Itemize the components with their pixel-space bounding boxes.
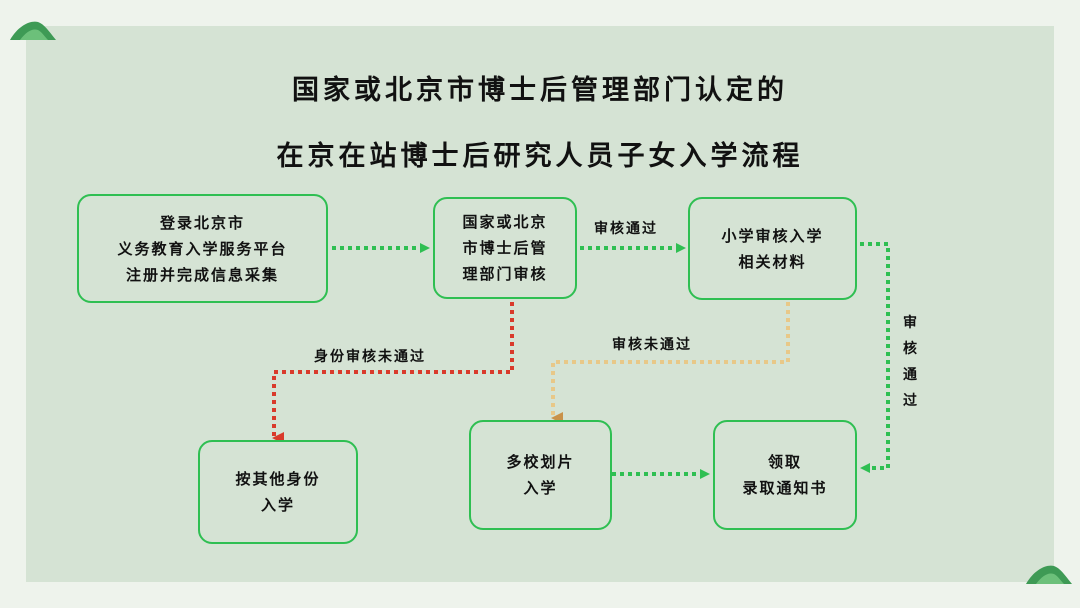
label-passed-top: 审核通过: [594, 221, 658, 237]
step-other-identity-box: 按其他身份 入学: [198, 440, 358, 544]
arrow-review-failed: [551, 302, 790, 424]
diagram-title-line-1: 国家或北京市博士后管理部门认定的: [292, 75, 788, 106]
step-multi-school-text: 多校划片 入学: [506, 453, 575, 497]
label-review-failed: 审核未通过: [612, 337, 692, 353]
leaf-decoration-icon: [10, 21, 56, 40]
label-identity-failed: 身份审核未通过: [314, 349, 426, 365]
leaf-decoration-icon: [1026, 565, 1072, 584]
step-other-identity-text: 按其他身份 入学: [235, 470, 321, 514]
step-school-review-box: 小学审核入学 相关材料: [688, 197, 857, 300]
step-postdoc-review-box: 国家或北京 市博士后管 理部门审核: [433, 197, 577, 299]
step-receive-notice-box: 领取 录取通知书: [713, 420, 857, 530]
arrow-school-passed: [860, 242, 890, 473]
step-postdoc-review-text: 国家或北京 市博士后管 理部门审核: [462, 213, 548, 283]
step-receive-notice-text: 领取 录取通知书: [742, 453, 828, 497]
diagram-title-line-2: 在京在站博士后研究人员子女入学流程: [276, 141, 804, 172]
step-register-box: 登录北京市 义务教育入学服务平台 注册并完成信息采集: [77, 194, 328, 303]
step-register-text: 登录北京市 义务教育入学服务平台 注册并完成信息采集: [117, 213, 288, 284]
label-passed-right: 审核通过: [903, 315, 917, 409]
step-school-review-text: 小学审核入学 相关材料: [721, 226, 824, 271]
step-multi-school-box: 多校划片 入学: [469, 420, 612, 530]
arrow-identity-failed: [272, 302, 514, 444]
